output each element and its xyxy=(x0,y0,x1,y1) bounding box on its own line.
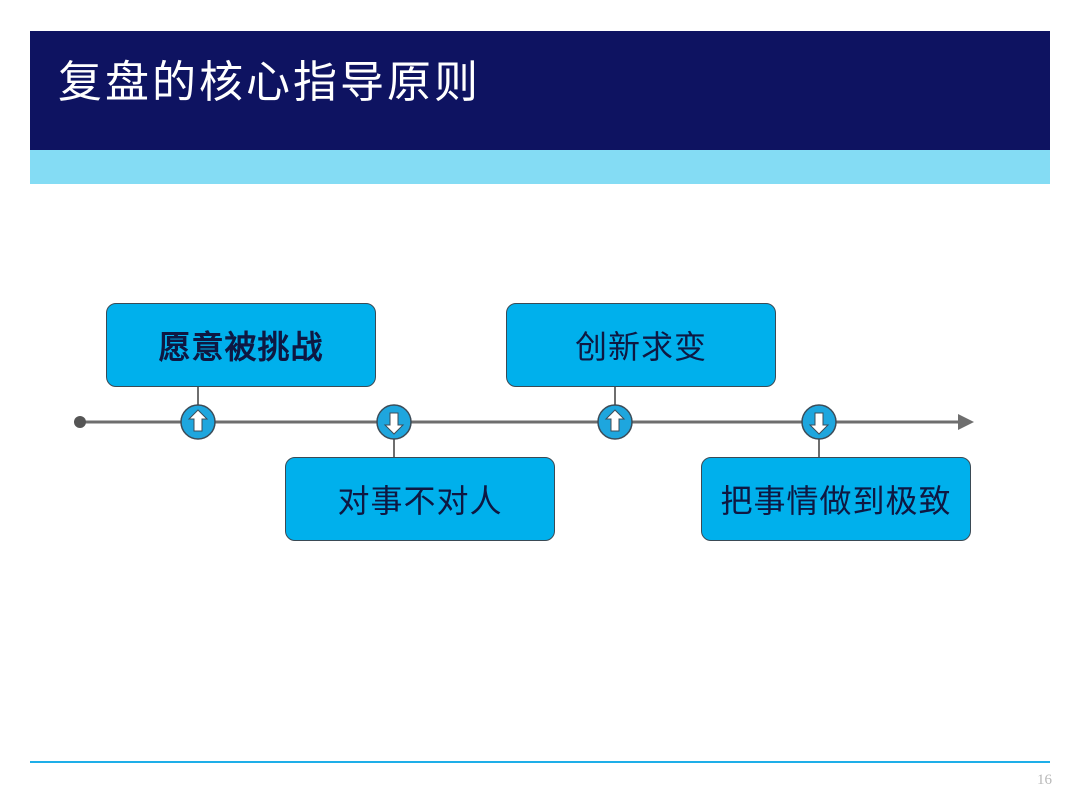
footer-line xyxy=(30,761,1050,763)
slide-title: 复盘的核心指导原则 xyxy=(58,57,481,108)
timeline-start-dot xyxy=(74,416,86,428)
title-bar: 复盘的核心指导原则 xyxy=(30,31,1050,150)
accent-bar xyxy=(30,150,1050,184)
principle-box-2: 对事不对人 xyxy=(285,457,555,541)
principle-box-1: 愿意被挑战 xyxy=(106,303,376,387)
principle-box-3: 创新求变 xyxy=(506,303,776,387)
up-arrow-icon xyxy=(597,404,633,440)
up-arrow-icon xyxy=(180,404,216,440)
principle-box-4: 把事情做到极致 xyxy=(701,457,971,541)
down-arrow-icon xyxy=(801,404,837,440)
timeline-arrowhead-icon xyxy=(958,414,974,430)
page-number: 16 xyxy=(1037,772,1052,788)
down-arrow-icon xyxy=(376,404,412,440)
